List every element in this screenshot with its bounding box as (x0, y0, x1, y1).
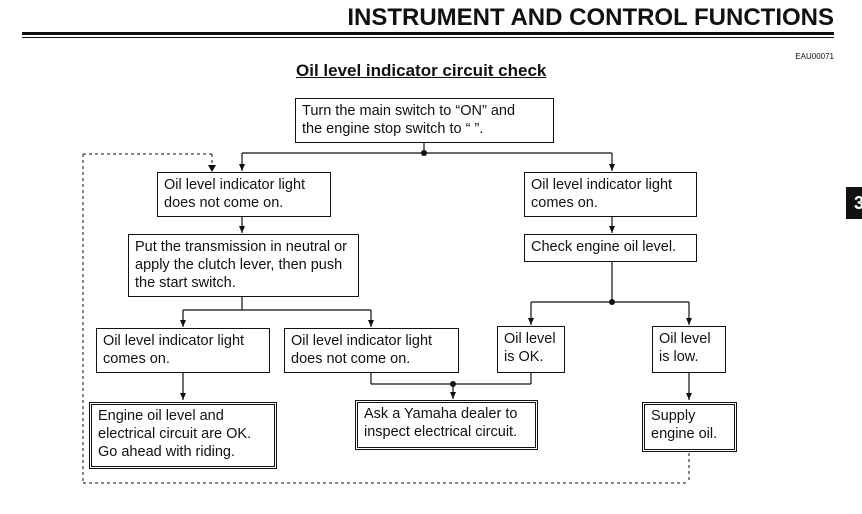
light-not-on-box: Oil level indicator light does not come … (157, 172, 331, 217)
after-light-on-box: Oil level indicator light comes on. (96, 328, 270, 373)
oil-low-box: Oil level is low. (652, 326, 726, 373)
neutral-start-box: Put the transmission in neutral or apply… (128, 234, 359, 297)
header-rule-thick (22, 32, 834, 35)
chapter-tab: 3 (846, 187, 862, 219)
header-rule-thin (22, 37, 834, 38)
supply-oil-box: Supply engine oil. (642, 402, 737, 452)
dealer-box: Ask a Yamaha dealer to inspect electrica… (355, 400, 538, 450)
ride-ok-box: Engine oil level and electrical circuit … (89, 402, 277, 469)
document-code: EAU00071 (795, 52, 834, 61)
section-title: Oil level indicator circuit check (296, 61, 547, 80)
start-step-box: Turn the main switch to “ON” and the eng… (295, 98, 554, 143)
light-on-box: Oil level indicator light comes on. (524, 172, 697, 217)
check-oil-box: Check engine oil level. (524, 234, 697, 262)
after-light-off-box: Oil level indicator light does not come … (284, 328, 459, 373)
page-header-title: INSTRUMENT AND CONTROL FUNCTIONS (347, 4, 834, 31)
oil-ok-box: Oil level is OK. (497, 326, 565, 373)
